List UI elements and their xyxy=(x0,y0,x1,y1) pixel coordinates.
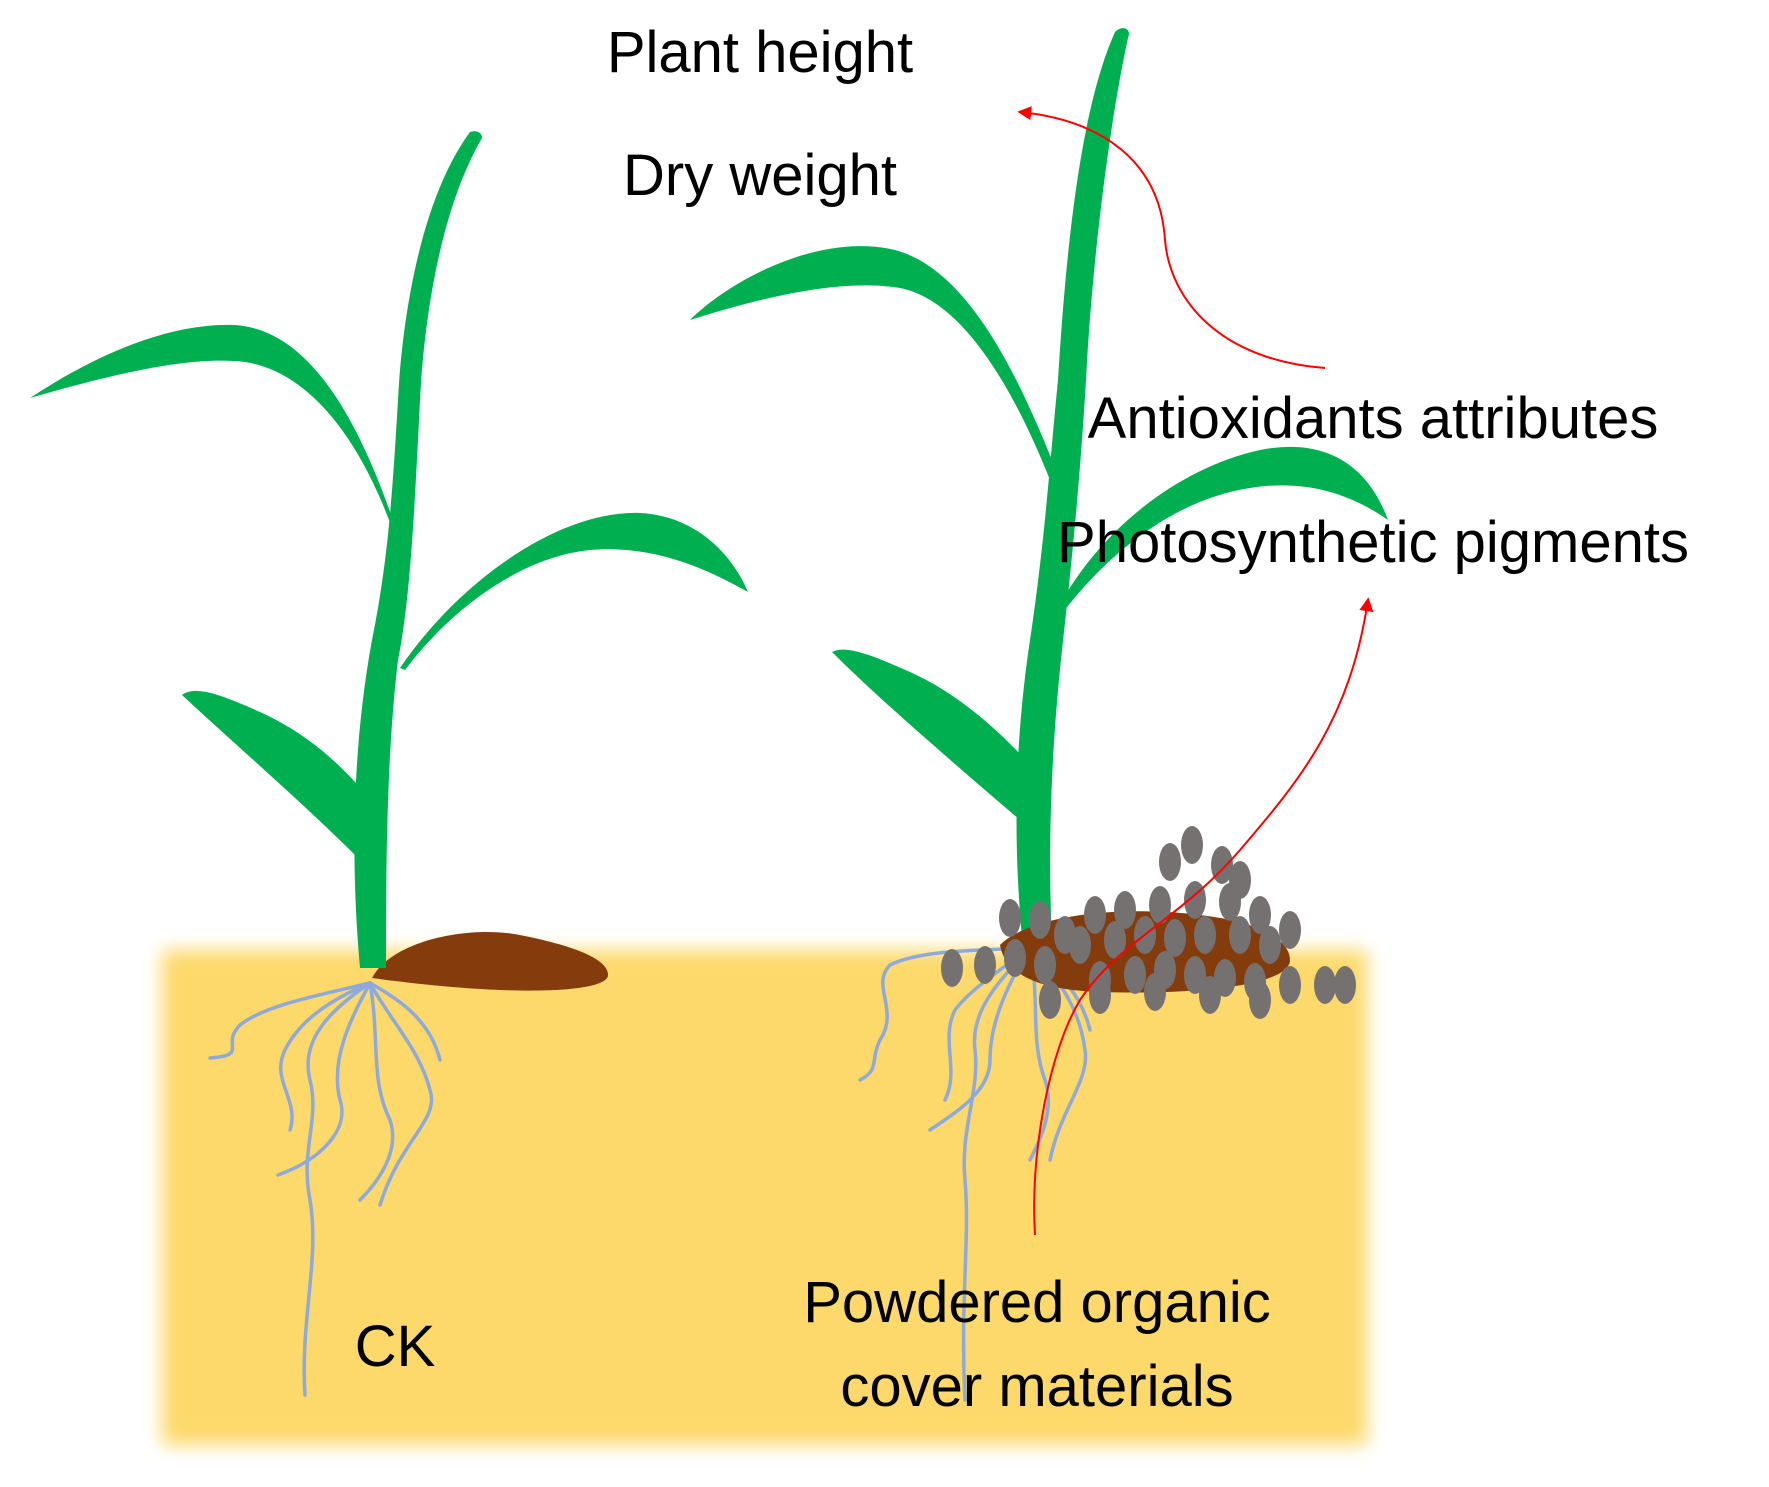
treatment-leaf-upper-left xyxy=(690,246,1056,480)
soil-mound xyxy=(372,931,608,991)
control-roots xyxy=(208,981,442,1397)
control-leaf-upper-left xyxy=(30,324,398,535)
treatment-plant xyxy=(690,28,1388,1402)
organic-granules xyxy=(941,826,1356,1019)
label-photosynthetic: Photosynthetic pigments xyxy=(1057,510,1689,575)
treatment-roots xyxy=(858,946,1092,1402)
label-treatment-line2: cover materials xyxy=(840,1354,1233,1419)
treatment-leaf-right xyxy=(1052,446,1388,622)
label-antioxidants: Antioxidants attributes xyxy=(1088,386,1659,451)
treatment-stem xyxy=(1016,28,1129,938)
arrow-to-physiology xyxy=(1033,597,1374,1236)
control-stem xyxy=(354,131,482,968)
control-leaf-right xyxy=(400,512,748,670)
treatment-leaf-lower-left xyxy=(832,649,1035,820)
label-dry-weight: Dry weight xyxy=(623,143,897,208)
label-treatment-line1: Powdered organic xyxy=(803,1270,1271,1335)
control-plant xyxy=(30,131,748,1397)
control-leaf-lower-left xyxy=(182,690,374,860)
label-plant-height: Plant height xyxy=(607,20,913,85)
label-control: CK xyxy=(355,1314,436,1379)
arrow-to-plant-traits xyxy=(1017,106,1326,369)
